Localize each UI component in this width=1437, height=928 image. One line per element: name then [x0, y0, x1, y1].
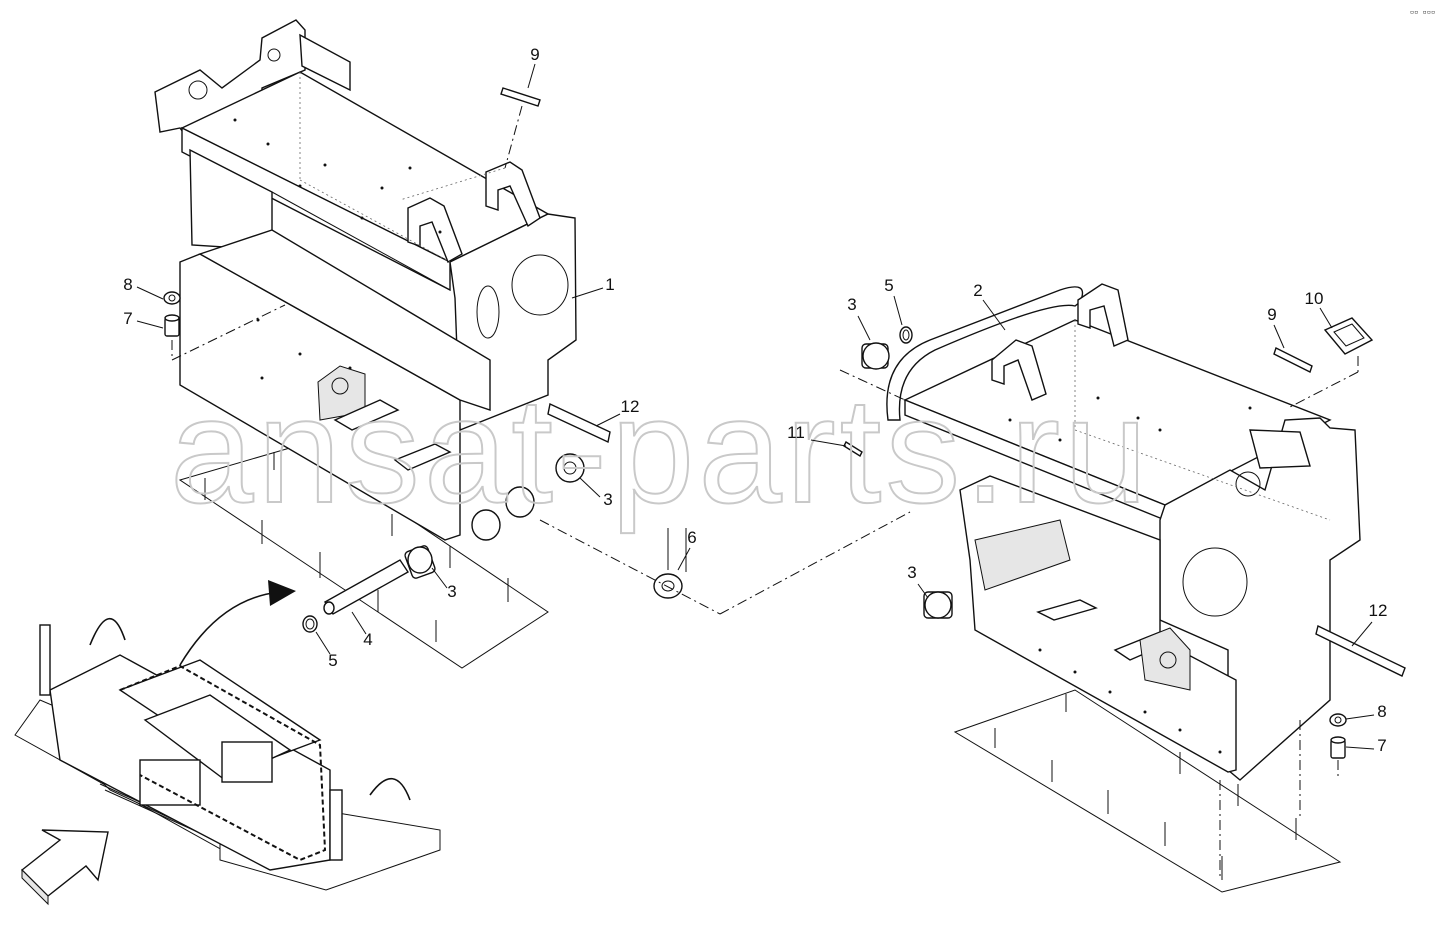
- callout-leader-c8a: [136, 286, 164, 300]
- callout-leader-c2: [982, 299, 1006, 331]
- callout-leader-c12b: [1351, 621, 1373, 647]
- shaft-part-4: [323, 559, 410, 615]
- callout-leader-c10: [1319, 307, 1333, 329]
- strip-part-12-left: [547, 402, 611, 444]
- callout-leader-c3d: [917, 583, 929, 599]
- callout-label-c2: 2: [973, 281, 982, 300]
- right-frame-part-2: [886, 283, 1361, 781]
- clip-part-10: [1323, 317, 1374, 355]
- nut-part-8-left: [163, 291, 181, 305]
- callout-label-c11: 11: [787, 423, 805, 442]
- pin-part-9-left: [500, 87, 541, 107]
- callout-label-c3d: 3: [907, 563, 916, 582]
- ring-part-5-right: [899, 326, 913, 344]
- callout-label-c4: 4: [363, 630, 372, 649]
- spacer-part-7-left: [164, 314, 180, 337]
- callout-leader-c7b: [1345, 746, 1375, 750]
- left-frame-part-1: [154, 19, 577, 541]
- callout-label-c5a: 5: [884, 276, 893, 295]
- callout-leader-c3a: [857, 315, 871, 341]
- callout-leader-c9b: [1273, 324, 1285, 349]
- spacer-part-7-right: [1330, 736, 1346, 759]
- callout-leader-c9a: [527, 63, 536, 89]
- callout-leader-c8b: [1345, 714, 1375, 720]
- ring-part-5-left: [302, 615, 318, 633]
- callout-leader-c3b: [579, 477, 601, 498]
- machine-overview: [14, 617, 441, 891]
- washer-part-6: [653, 573, 683, 599]
- bushing-part-3-d: [923, 591, 953, 619]
- callout-label-c1: 1: [605, 275, 614, 294]
- callout-label-c5b: 5: [328, 651, 337, 670]
- right-base-plate: [953, 689, 1342, 893]
- callout-leader-c11: [810, 439, 847, 447]
- corner-mark: ▫▫ ▫▫▫: [1410, 8, 1435, 16]
- callout-leader-c12a: [595, 413, 621, 427]
- left-base-plate: [178, 444, 549, 669]
- callout-label-c9a: 9: [530, 45, 539, 64]
- direction-arrow-outline: [20, 829, 109, 906]
- strip-part-12-right: [1315, 624, 1406, 677]
- callout-label-c9b: 9: [1267, 305, 1276, 324]
- location-arrow: [179, 580, 296, 666]
- callout-label-c3a: 3: [847, 295, 856, 314]
- callout-label-c7b: 7: [1377, 736, 1386, 755]
- watermark: ansat-parts.ru: [170, 366, 1151, 534]
- callout-label-c6: 6: [687, 528, 696, 547]
- bushing-part-3-b: [555, 453, 585, 483]
- callout-label-c10: 10: [1305, 289, 1324, 308]
- callout-leader-c5a: [893, 295, 903, 326]
- callout-label-c3c: 3: [447, 582, 456, 601]
- pin-part-11: [843, 440, 863, 458]
- callout-leader-c5b: [315, 631, 331, 655]
- callout-label-c12b: 12: [1369, 601, 1388, 620]
- bushing-part-3-a: [861, 342, 890, 370]
- callout-leader-c4: [351, 611, 367, 635]
- callout-label-c7a: 7: [123, 309, 132, 328]
- nut-part-8-right: [1329, 713, 1347, 727]
- callout-leader-c3c: [431, 567, 448, 589]
- callout-label-c8a: 8: [123, 275, 132, 294]
- callout-label-c12a: 12: [621, 397, 640, 416]
- callout-leader-c1: [571, 287, 604, 299]
- callout-label-c8b: 8: [1377, 702, 1386, 721]
- bushing-part-3-c: [404, 545, 436, 579]
- callout-leader-c7a: [136, 320, 164, 329]
- callout-leader-c6: [677, 547, 691, 571]
- pin-part-9-right: [1273, 347, 1313, 373]
- callout-label-c3b: 3: [603, 490, 612, 509]
